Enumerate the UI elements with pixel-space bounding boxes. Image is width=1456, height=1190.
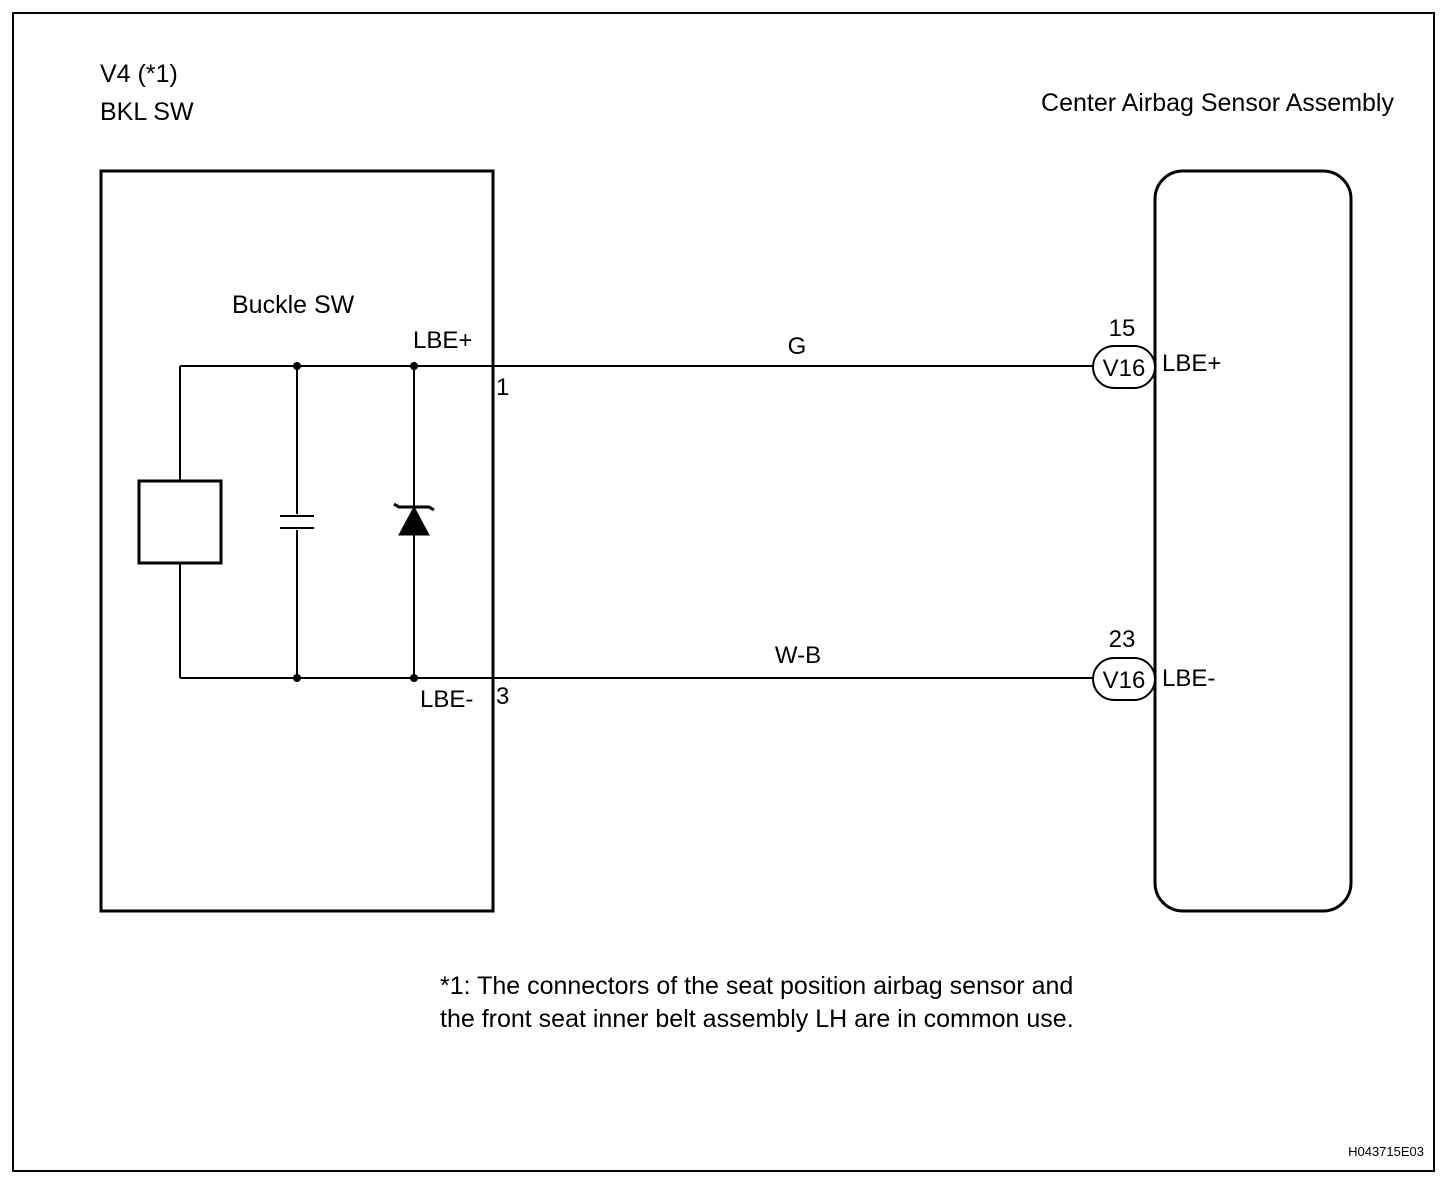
left-component-name: BKL SW [100, 98, 194, 126]
connector-v16-badge [1092, 345, 1156, 389]
footnote-line-2: the front seat inner belt assembly LH ar… [440, 1005, 1074, 1033]
connector-v16-label: V16 [1103, 355, 1146, 382]
diagram-frame [12, 12, 1435, 1172]
figure-code: H043715E03 [1348, 1144, 1424, 1159]
right-component-name: Center Airbag Sensor Assembly [1041, 89, 1394, 117]
resistor-element [137, 479, 223, 565]
connector-v16-badge [1092, 657, 1156, 701]
left-terminal-lbe-plus: LBE+ [413, 327, 472, 354]
center-airbag-sensor-box [1153, 169, 1353, 913]
zener-diode-bar [393, 502, 435, 512]
buckle-switch-box [99, 169, 495, 913]
connector-v16-label: V16 [1103, 667, 1146, 694]
right-terminal-lbe-minus: LBE- [1162, 665, 1215, 692]
zener-diode-icon [398, 505, 430, 536]
left-pin-1: 1 [496, 374, 509, 401]
wire-color-w-b: W-B [775, 642, 821, 669]
left-pin-3: 3 [496, 683, 509, 710]
left-terminal-lbe-minus: LBE- [420, 686, 473, 713]
buckle-sw-label: Buckle SW [232, 291, 355, 319]
right-pin-15: 15 [1109, 315, 1136, 342]
right-pin-23: 23 [1109, 626, 1136, 653]
wire-color-g: G [788, 333, 807, 360]
right-terminal-lbe-plus: LBE+ [1162, 350, 1221, 377]
left-connector-code: V4 (*1) [100, 60, 178, 88]
footnote-line-1: *1: The connectors of the seat position … [440, 972, 1073, 1000]
